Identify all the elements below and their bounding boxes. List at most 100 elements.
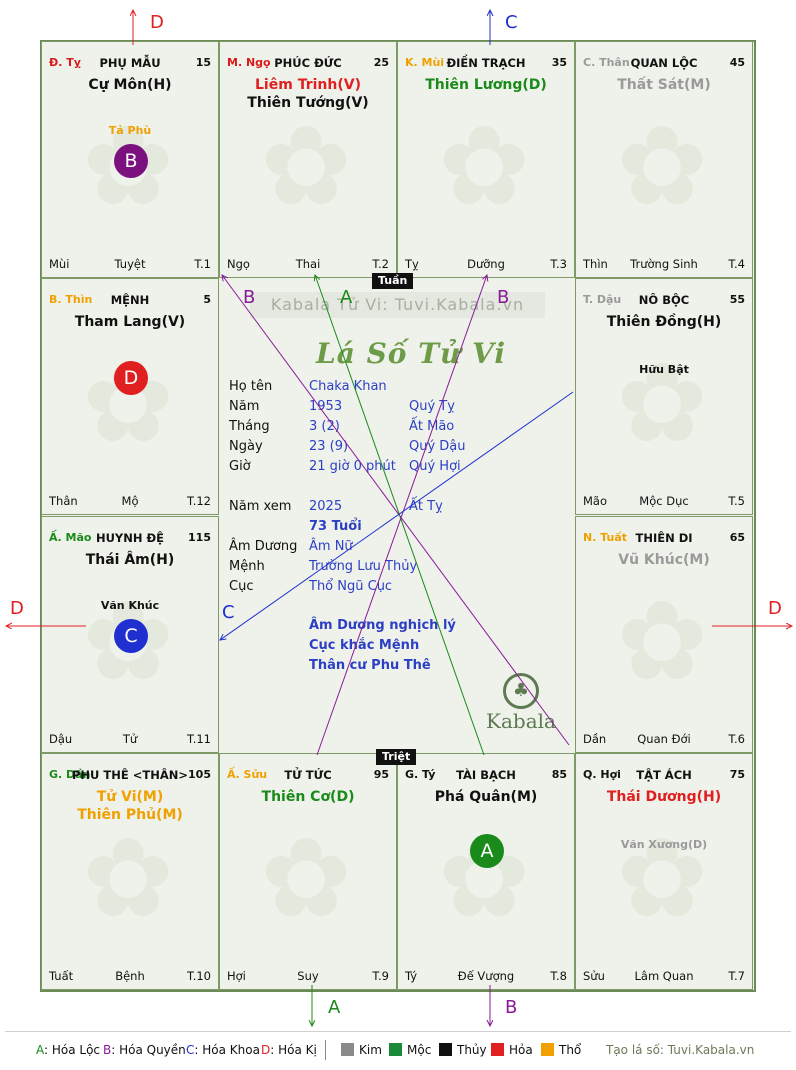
- pig-icon: ✿: [616, 814, 709, 942]
- palace-footer-center: Thai: [295, 257, 321, 271]
- palace-tu-tuc: ✿ Ấ. Sửu TỬ TỨC 95 Thiên Cơ(D) Hợi Suy T…: [219, 753, 397, 990]
- palace-age: 25: [373, 56, 389, 69]
- palace-age: 85: [551, 768, 567, 781]
- palace-header: T. Dậu NÔ BỘC 55: [583, 293, 745, 307]
- palace-footer-left: Sửu: [583, 969, 605, 983]
- palace-header: G. Dần PHU THÊ <THÂN> 105: [49, 768, 211, 782]
- palace-footer-right: T.7: [728, 969, 745, 983]
- info-value-can-chi: Quý Hợi: [409, 459, 461, 474]
- label-bottom-b: B: [505, 997, 518, 1018]
- palace-age: 15: [195, 56, 211, 69]
- palace-age: 95: [373, 768, 389, 781]
- tiger-icon: ✿: [82, 814, 175, 942]
- triet-tag: Triệt: [376, 749, 417, 765]
- info-label: Năm xem: [229, 499, 292, 514]
- info-value: Trường Lưu Thủy: [309, 559, 418, 574]
- transform-badge-icon: D: [114, 361, 148, 395]
- palace-header: Ấ. Sửu TỬ TỨC 95: [227, 768, 389, 782]
- info-value-can-chi: Ất Mão: [409, 419, 455, 434]
- palace-footer-left: Mùi: [49, 257, 70, 271]
- palace-footer-left: Tý: [405, 969, 418, 983]
- info-label: Ngày: [229, 439, 263, 454]
- main-stars: Tham Lang(V): [42, 313, 218, 331]
- palace-footer-center: Quan Đới: [637, 732, 691, 746]
- palace-tai-bach: ✿ G. Tý TÀI BẠCH 85 Phá Quân(M)A Tý Đế V…: [397, 753, 575, 990]
- horse-icon: ✿: [260, 102, 353, 230]
- legend-site-link[interactable]: Tạo lá số: Tuvi.Kabala.vn: [606, 1043, 755, 1057]
- label-line-b1: B: [243, 287, 256, 308]
- palace-footer: Tý Đế Vượng T.8: [405, 969, 567, 983]
- palace-tat-ach: ✿ Q. Hợi TẬT ÁCH 75 Thái Dương(H)Văn Xươ…: [575, 753, 753, 990]
- legend-hoa-quyen: B: Hóa Quyền: [103, 1043, 186, 1057]
- palace-can-chi: Đ. Tỵ: [49, 56, 81, 69]
- info-label: Tháng: [229, 419, 270, 434]
- palace-footer: Ngọ Thai T.2: [227, 257, 389, 271]
- palace-footer: Tuất Bệnh T.10: [49, 969, 211, 983]
- palace-name: PHÚC ĐỨC: [274, 56, 342, 70]
- main-stars: Thái Dương(H): [576, 788, 752, 806]
- label-left-d: D: [10, 598, 24, 619]
- palace-footer: Mùi Tuyệt T.1: [49, 257, 211, 271]
- palace-name: TẬT ÁCH: [636, 768, 692, 782]
- dragon-icon: ✿: [82, 339, 175, 467]
- palace-footer: Hợi Suy T.9: [227, 969, 389, 983]
- palace-footer-center: Tử: [122, 732, 138, 746]
- main-stars: Tử Vi(M)Thiên Phủ(M): [42, 788, 218, 824]
- palace-no-boc: ✿ T. Dậu NÔ BỘC 55 Thiên Đồng(H)Hữu Bật …: [575, 278, 753, 515]
- info-value: 73 Tuổi: [309, 519, 362, 534]
- main-star: Thiên Phủ(M): [77, 807, 183, 823]
- palace-name: QUAN LỘC: [630, 56, 698, 70]
- label-right-d: D: [768, 598, 782, 619]
- main-stars: Thất Sát(M): [576, 76, 752, 94]
- palace-phuc-duc: ✿ M. Ngọ PHÚC ĐỨC 25 Liêm Trinh(V)Thiên …: [219, 41, 397, 278]
- palace-footer-center: Tuyệt: [114, 257, 146, 271]
- palace-footer-center: Trường Sinh: [630, 257, 698, 271]
- palace-footer-right: T.12: [187, 494, 211, 508]
- palace-footer: Dần Quan Đới T.6: [583, 732, 745, 746]
- legend-moc: Mộc: [389, 1043, 431, 1059]
- chart-title: Lá Số Tử Vi: [316, 337, 507, 370]
- palace-header: Ấ. Mão HUYNH ĐỆ 115: [49, 531, 211, 545]
- info-value-can-chi: Quý Tỵ: [409, 399, 455, 414]
- palace-footer: Thìn Trường Sinh T.4: [583, 257, 745, 271]
- palace-name: MỆNH: [110, 293, 150, 307]
- info-value: Âm Nữ: [309, 539, 353, 554]
- main-star: Thất Sát(M): [617, 77, 711, 93]
- legend-kim: Kim: [341, 1043, 382, 1059]
- palace-footer-right: T.6: [728, 732, 745, 746]
- label-top-c: C: [505, 12, 518, 33]
- palace-footer-left: Tỵ: [405, 257, 419, 271]
- main-star: Vũ Khúc(M): [618, 552, 710, 568]
- palace-can-chi: Q. Hợi: [583, 768, 621, 781]
- info-label: Năm: [229, 399, 260, 414]
- main-star: Liêm Trinh(V): [255, 77, 361, 93]
- palace-footer-right: T.11: [187, 732, 211, 746]
- palace-dien-trach: ✿ K. Mùi ĐIỀN TRẠCH 35 Thiên Lương(D) Tỵ…: [397, 41, 575, 278]
- info-label: Giờ: [229, 459, 251, 474]
- palace-footer-right: T.3: [550, 257, 567, 271]
- main-stars: Phá Quân(M): [398, 788, 574, 806]
- rooster-icon: ✿: [616, 339, 709, 467]
- palace-can-chi: C. Thân: [583, 56, 630, 69]
- main-star: Thiên Cơ(D): [261, 789, 355, 805]
- palace-can-chi: Ấ. Mão: [49, 531, 92, 544]
- palace-footer-left: Tuất: [49, 969, 74, 983]
- palace-can-chi: N. Tuất: [583, 531, 628, 544]
- info-value: 23 (9): [309, 439, 349, 454]
- palace-footer-center: Dưỡng: [467, 257, 505, 271]
- palace-header: B. Thìn MỆNH 5: [49, 293, 211, 307]
- main-stars: Thiên Lương(D): [398, 76, 574, 94]
- palace-can-chi: T. Dậu: [583, 293, 622, 306]
- label-line-c: C: [222, 602, 235, 623]
- palace-header: M. Ngọ PHÚC ĐỨC 25: [227, 56, 389, 70]
- info-label: Mệnh: [229, 559, 265, 574]
- palace-footer-left: Ngọ: [227, 257, 250, 271]
- info-label: Họ tên: [229, 379, 273, 394]
- palace-header: K. Mùi ĐIỀN TRẠCH 35: [405, 56, 567, 70]
- palace-age: 65: [729, 531, 745, 544]
- palace-footer-center: Đế Vượng: [457, 969, 515, 983]
- minor-star: Tả Phù: [108, 124, 152, 137]
- palace-footer-center: Lâm Quan: [634, 969, 694, 983]
- palace-age: 105: [188, 768, 211, 781]
